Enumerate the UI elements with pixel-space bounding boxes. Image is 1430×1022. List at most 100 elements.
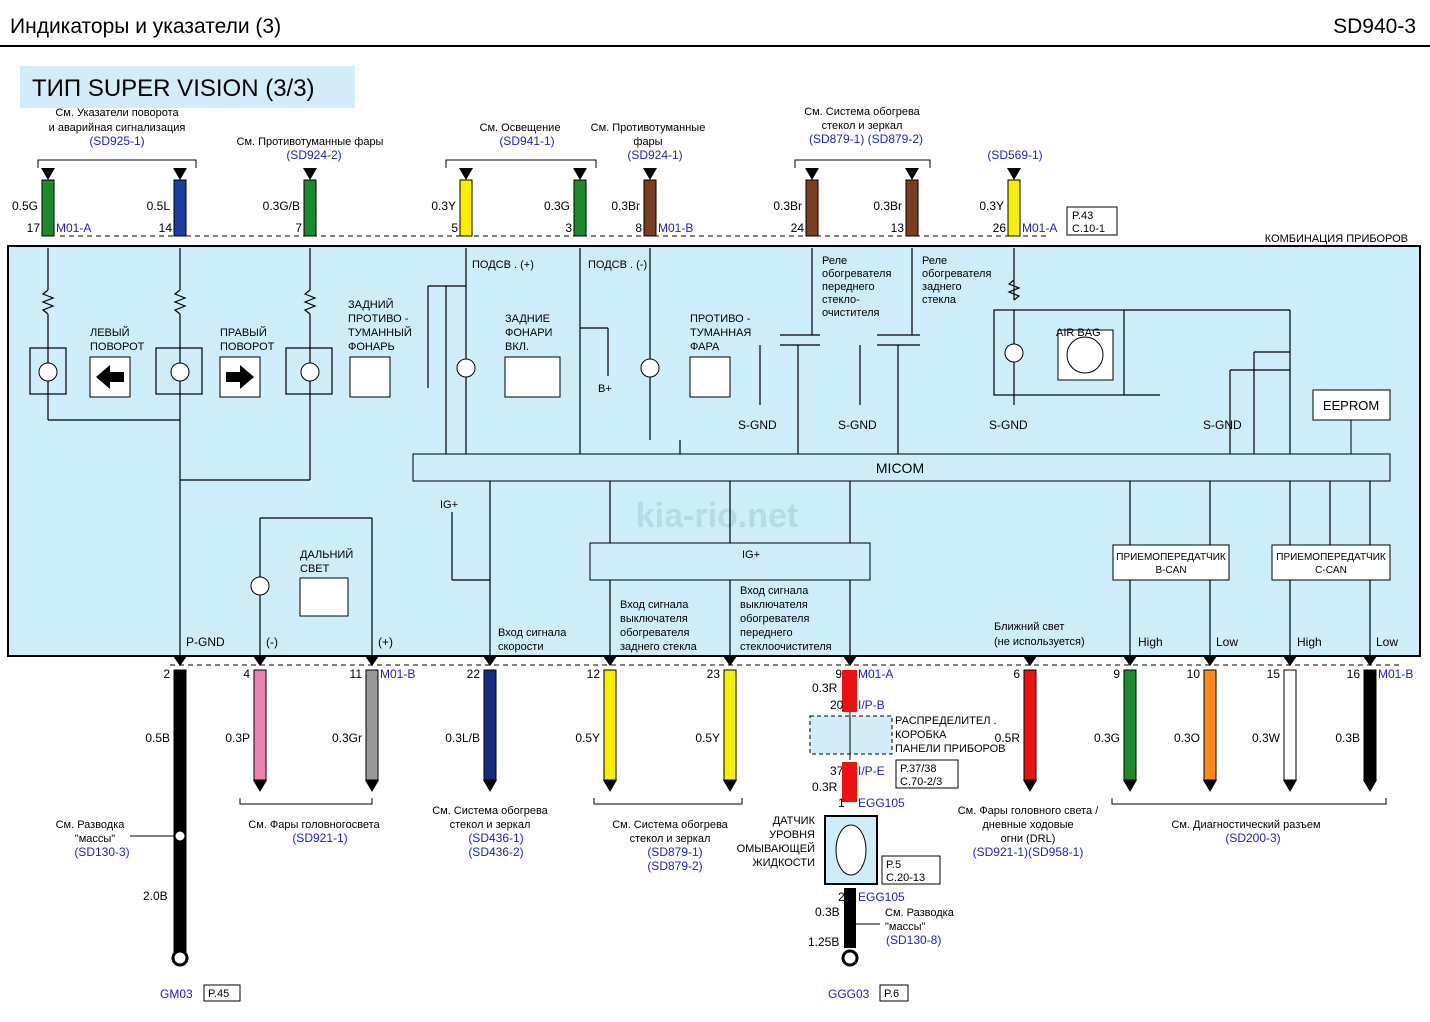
svg-text:См. Противотуманные фары: См. Противотуманные фары bbox=[237, 136, 384, 148]
top-wire-7: 0.3G/B7 bbox=[263, 168, 317, 237]
svg-text:См. Система обогрева: См. Система обогрева bbox=[432, 805, 548, 817]
svg-text:УРОВНЯ: УРОВНЯ bbox=[769, 829, 815, 841]
svg-text:ЗАДНИЙ: ЗАДНИЙ bbox=[348, 298, 394, 311]
svg-text:Реле: Реле bbox=[822, 255, 847, 267]
ref-link[interactable]: (SD924-1) bbox=[627, 148, 682, 162]
svg-text:ПОВОРОТ: ПОВОРОТ bbox=[90, 341, 145, 353]
led-airbag-icon bbox=[1004, 343, 1024, 363]
bottom-wire-4: 40.3P bbox=[225, 656, 267, 792]
watermark: kia-rio.net bbox=[636, 497, 798, 535]
svg-text:0.3R: 0.3R bbox=[812, 780, 838, 794]
bottom-wire-2: 20.5B bbox=[145, 656, 187, 961]
type-label-box bbox=[20, 66, 355, 108]
svg-text:заднего стекла: заднего стекла bbox=[620, 641, 698, 653]
svg-text:заднего: заднего bbox=[922, 281, 962, 293]
svg-text:M01-B: M01-B bbox=[1378, 667, 1413, 681]
svg-text:Вход сигнала: Вход сигнала bbox=[740, 585, 809, 597]
svg-text:огни (DRL): огни (DRL) bbox=[1001, 833, 1056, 845]
svg-text:См. Фары головногосвета: См. Фары головногосвета bbox=[248, 819, 380, 831]
svg-text:ПОДСВ . (+): ПОДСВ . (+) bbox=[472, 259, 534, 271]
svg-text:0.3G: 0.3G bbox=[544, 199, 570, 213]
svg-text:13: 13 bbox=[891, 221, 905, 235]
svg-text:См. Освещение: См. Освещение bbox=[480, 122, 561, 134]
center-chain: 0.3R 20 I/P-B РАСПРЕДЕЛИТЕЛ . КОРОБКА ПА… bbox=[737, 670, 1006, 1002]
svg-text:EGG105: EGG105 bbox=[858, 890, 905, 904]
diagram-code: SD940-3 bbox=[1333, 15, 1416, 38]
svg-text:3: 3 bbox=[565, 221, 572, 235]
svg-text:0.5B: 0.5B bbox=[145, 731, 170, 745]
svg-text:ЖИДКОСТИ: ЖИДКОСТИ bbox=[752, 857, 815, 869]
right-arrow-icon bbox=[226, 365, 254, 389]
svg-text:ПРОТИВО -: ПРОТИВО - bbox=[348, 313, 409, 325]
ref-link[interactable]: (SD879-1) (SD879-2) bbox=[809, 132, 923, 146]
svg-text:См. Диагностический разъем: См. Диагностический разъем bbox=[1171, 819, 1320, 831]
svg-text:обогревателя: обогревателя bbox=[922, 268, 991, 280]
svg-text:12: 12 bbox=[587, 667, 601, 681]
svg-text:14: 14 bbox=[159, 221, 173, 235]
input-block bbox=[589, 542, 871, 581]
ref-link[interactable]: (SD200-3) bbox=[1225, 831, 1280, 845]
svg-text:0.3Br: 0.3Br bbox=[773, 199, 802, 213]
svg-text:0.3W: 0.3W bbox=[1252, 731, 1281, 745]
svg-text:КОРОБКА: КОРОБКА bbox=[895, 729, 947, 741]
svg-text:СВЕТ: СВЕТ bbox=[300, 563, 330, 575]
bottom-refs: См. Разводка "массы" (SD130-3) 2.0B GM03… bbox=[56, 798, 1387, 1002]
svg-text:GGG03: GGG03 bbox=[828, 987, 870, 1001]
svg-text:16: 16 bbox=[1347, 667, 1361, 681]
top-note-2: C.10-1 bbox=[1072, 223, 1105, 235]
ref-link[interactable]: (SD921-1)(SD958-1) bbox=[973, 845, 1084, 859]
svg-text:0.3L/B: 0.3L/B bbox=[445, 731, 480, 745]
ref-link[interactable]: (SD436-2) bbox=[468, 845, 523, 859]
bottom-wire-22: 220.3L/B bbox=[445, 656, 497, 792]
svg-text:0.5G: 0.5G bbox=[12, 199, 38, 213]
rear-fog-icon bbox=[349, 356, 391, 398]
svg-text:(-): (-) bbox=[266, 635, 278, 649]
top-ref-light: См. Освещение (SD941-1) bbox=[445, 122, 597, 168]
svg-text:переднего: переднего bbox=[822, 281, 875, 293]
rear-lamps-icon bbox=[504, 356, 561, 398]
svg-text:0.5R: 0.5R bbox=[995, 731, 1021, 745]
svg-text:GM03: GM03 bbox=[160, 987, 193, 1001]
bottom-wire-10: 100.3O bbox=[1174, 656, 1217, 792]
svg-text:ПОДСВ . (-): ПОДСВ . (-) bbox=[588, 259, 647, 271]
svg-text:24: 24 bbox=[791, 221, 805, 235]
top-ref-airbag[interactable]: (SD569-1) bbox=[987, 148, 1042, 162]
svg-text:стекла: стекла bbox=[922, 294, 957, 306]
ref-link[interactable]: (SD924-2) bbox=[286, 148, 341, 162]
page-title: Индикаторы и указатели (3) bbox=[10, 15, 281, 38]
micom-label: MICOM bbox=[876, 460, 924, 476]
svg-text:См. Разводка: См. Разводка bbox=[885, 907, 955, 919]
svg-text:0.3Br: 0.3Br bbox=[873, 199, 902, 213]
svg-text:ВКЛ.: ВКЛ. bbox=[505, 341, 529, 353]
svg-text:EGG105: EGG105 bbox=[858, 796, 905, 810]
ref-link[interactable]: (SD130-8) bbox=[886, 933, 941, 947]
svg-text:выключателя: выключателя bbox=[620, 613, 688, 625]
led-high-beam-icon bbox=[250, 576, 270, 596]
svg-text:обогревателя: обогревателя bbox=[822, 268, 891, 280]
ref-link[interactable]: (SD879-2) bbox=[647, 859, 702, 873]
ground-ggg03-icon bbox=[841, 949, 859, 967]
svg-text:0.3Y: 0.3Y bbox=[979, 199, 1004, 213]
svg-text:P.45: P.45 bbox=[208, 988, 229, 1000]
svg-text:C.70-2/3: C.70-2/3 bbox=[900, 776, 942, 788]
svg-text:скорости: скорости bbox=[498, 641, 543, 653]
svg-text:ЗАДНИЕ: ЗАДНИЕ bbox=[505, 313, 550, 325]
ref-link[interactable]: (SD879-1) bbox=[647, 845, 702, 859]
top-note-1: P.43 bbox=[1072, 210, 1093, 222]
ref-link[interactable]: (SD925-1) bbox=[89, 134, 144, 148]
svg-text:ДАЛЬНИЙ: ДАЛЬНИЙ bbox=[300, 548, 353, 561]
ref-link[interactable]: (SD921-1) bbox=[292, 831, 347, 845]
bottom-wire-6: 60.5R bbox=[995, 656, 1037, 792]
ref-link[interactable]: (SD941-1) bbox=[499, 134, 554, 148]
led-front-fog-icon bbox=[640, 358, 660, 378]
svg-text:S-GND: S-GND bbox=[838, 418, 877, 432]
svg-text:ОМЫВАЮЩЕЙ: ОМЫВАЮЩЕЙ bbox=[737, 842, 815, 855]
ref-link[interactable]: (SD130-3) bbox=[74, 845, 129, 859]
svg-text:9: 9 bbox=[1113, 667, 1120, 681]
top-wire-24: 0.3Br 24 bbox=[773, 168, 819, 237]
ref-link[interactable]: (SD436-1) bbox=[468, 831, 523, 845]
